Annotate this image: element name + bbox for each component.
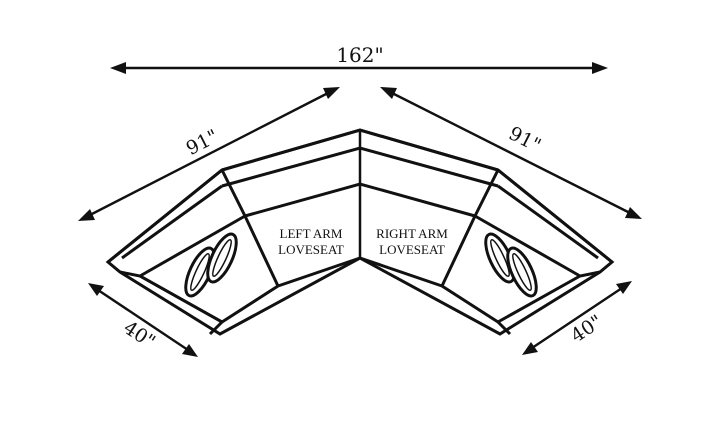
left-seat-divider xyxy=(243,215,280,287)
right-corner-divider-top xyxy=(473,169,500,217)
left-depth-arrow xyxy=(88,283,198,357)
right-corner-seat-edge xyxy=(474,214,581,278)
left-corner-seat-edge xyxy=(139,214,246,278)
right-section-label-line2: LOVESEAT xyxy=(379,242,445,257)
right-depth-arrow xyxy=(522,281,632,355)
left-diagonal-arrow xyxy=(78,87,340,221)
right-corner-back-outer xyxy=(497,168,613,264)
right-seat-divider xyxy=(440,215,477,287)
right-diagonal-arrow xyxy=(380,87,642,219)
left-section-label-line1: LEFT ARM xyxy=(280,226,343,241)
left-corner-divider-top xyxy=(220,169,247,217)
dimension-arrows: 162" 91" 91" 40" 40" xyxy=(78,43,642,357)
left-seat-front xyxy=(277,256,361,288)
left-corner-back-outer xyxy=(107,168,223,264)
right-front-lower xyxy=(441,284,499,324)
right-recliner-handle-1-inner xyxy=(490,239,510,277)
left-arm-front xyxy=(139,274,223,324)
right-arm-inner xyxy=(495,270,601,336)
left-corner-back-inner xyxy=(121,184,223,260)
right-recliner-handles xyxy=(484,232,538,298)
right-recliner-handle-2 xyxy=(506,246,538,298)
left-depth-label: 40" xyxy=(119,317,159,353)
right-recliner-handle-2-inner xyxy=(512,253,532,291)
right-section-label-line1: RIGHT ARM xyxy=(376,226,448,241)
left-recliner-handle-2-inner xyxy=(212,239,232,277)
right-seat-front xyxy=(359,256,443,288)
left-front-lower xyxy=(221,284,279,324)
sectional-sofa: LEFT ARM LOVESEAT RIGHT ARM LOVESEAT xyxy=(105,128,615,336)
overall-width-label: 162" xyxy=(336,43,383,67)
overall-width-arrow xyxy=(110,62,608,74)
right-depth-label: 40" xyxy=(567,311,607,347)
left-recliner-handle-2 xyxy=(206,232,238,284)
left-recliner-handles xyxy=(184,232,238,298)
right-corner-back-inner xyxy=(497,184,599,260)
left-section-label-line2: LOVESEAT xyxy=(278,242,344,257)
left-diagonal-label: 91" xyxy=(183,125,222,160)
left-recliner-handle-1-inner xyxy=(190,253,210,291)
